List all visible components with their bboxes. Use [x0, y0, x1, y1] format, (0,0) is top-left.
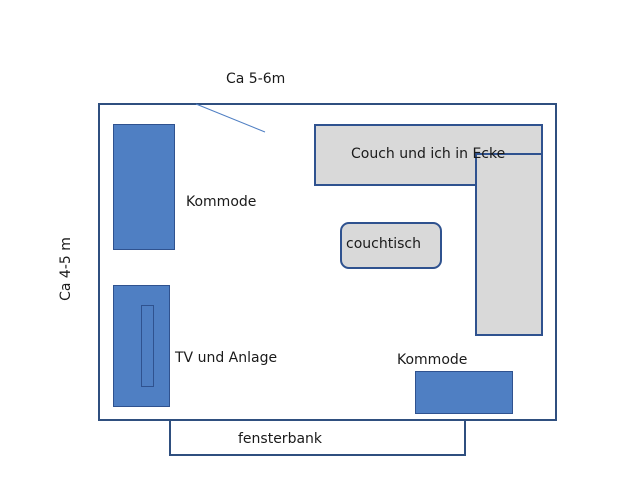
window-sill-label: fensterbank	[238, 431, 323, 447]
kommode-left	[113, 124, 175, 250]
window-sill	[169, 421, 466, 456]
couchtisch	[340, 222, 442, 269]
height-dimension-label: Ca 4-5 m	[57, 237, 74, 301]
couch-label: Couch und ich in Ecke	[351, 146, 506, 162]
width-dimension-label: Ca 5-6m	[226, 71, 286, 87]
kommode-right-label: Kommode	[397, 352, 468, 368]
kommode-right	[415, 371, 513, 414]
couchtisch-label: couchtisch	[346, 236, 421, 252]
tv-screen	[141, 305, 154, 387]
kommode-left-label: Kommode	[186, 194, 257, 210]
tv-unit-label: TV und Anlage	[175, 350, 278, 366]
couch-vertical-part	[475, 153, 543, 336]
tv-unit	[113, 285, 170, 407]
